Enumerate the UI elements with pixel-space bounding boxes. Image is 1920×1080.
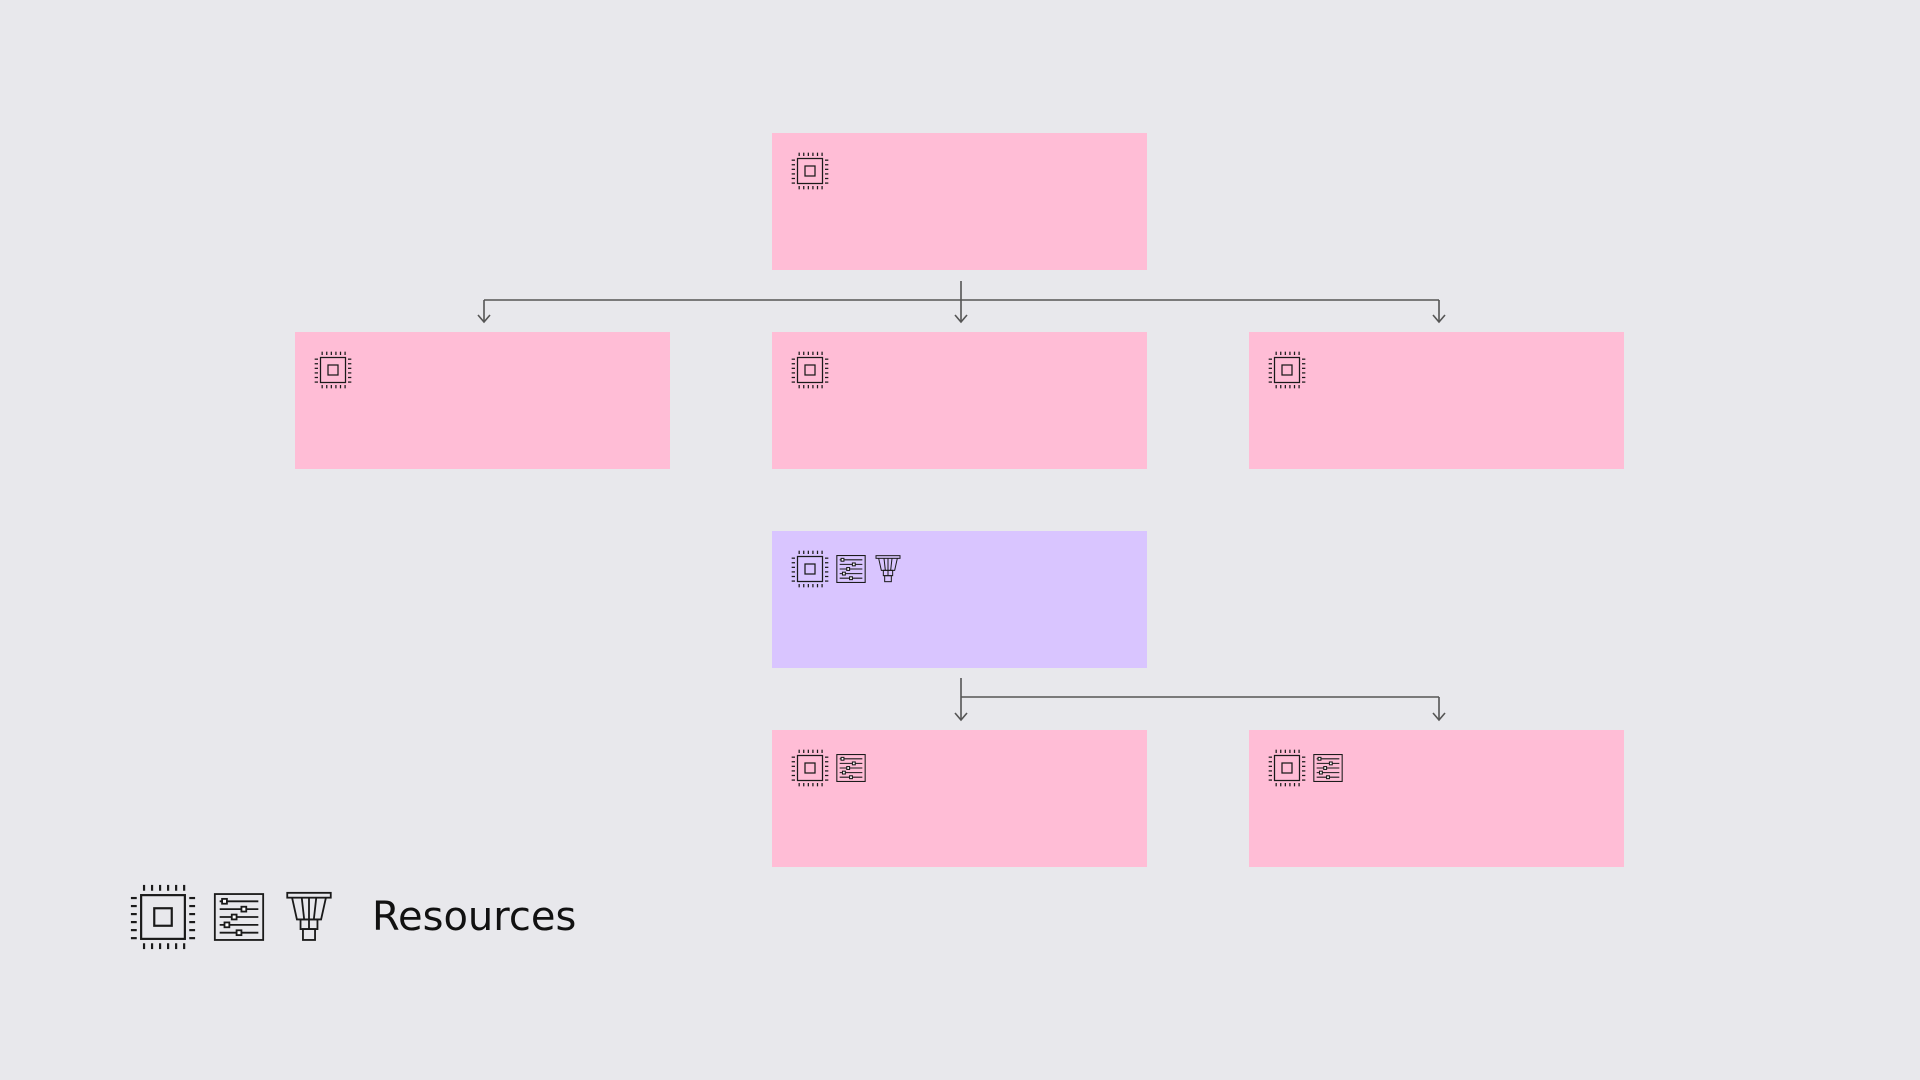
node-icons [790,350,830,390]
node-icons [790,748,868,788]
node-icons [313,350,353,390]
node-root[interactable] [772,133,1147,270]
arrowhead-right [1432,314,1446,324]
cpu-icon [313,350,353,390]
legend-label: Resources [372,894,577,940]
cpu-icon [1267,748,1307,788]
arrowhead-group-left [954,712,968,722]
legend: Resources [128,882,576,952]
node-child-right[interactable] [1249,332,1624,469]
node-child-center[interactable] [772,332,1147,469]
gpu-icon [872,553,904,585]
node-icons [790,549,904,589]
node-icons [1267,350,1307,390]
memory-icon [210,888,268,946]
memory-icon [834,552,868,586]
cpu-icon [790,151,830,191]
node-group-child-right[interactable] [1249,730,1624,867]
arrowhead-left [477,314,491,324]
node-group-parent[interactable] [772,531,1147,668]
cpu-icon [790,748,830,788]
memory-icon [1311,751,1345,785]
node-icons [1267,748,1345,788]
node-group-child-left[interactable] [772,730,1147,867]
arrowhead-group-right [1432,712,1446,722]
cpu-icon [1267,350,1307,390]
gpu-icon [280,888,338,946]
memory-icon [834,751,868,785]
node-child-left[interactable] [295,332,670,469]
cpu-icon [128,882,198,952]
cpu-icon [790,549,830,589]
arrowhead-center [954,314,968,324]
cpu-icon [790,350,830,390]
node-icons [790,151,830,191]
